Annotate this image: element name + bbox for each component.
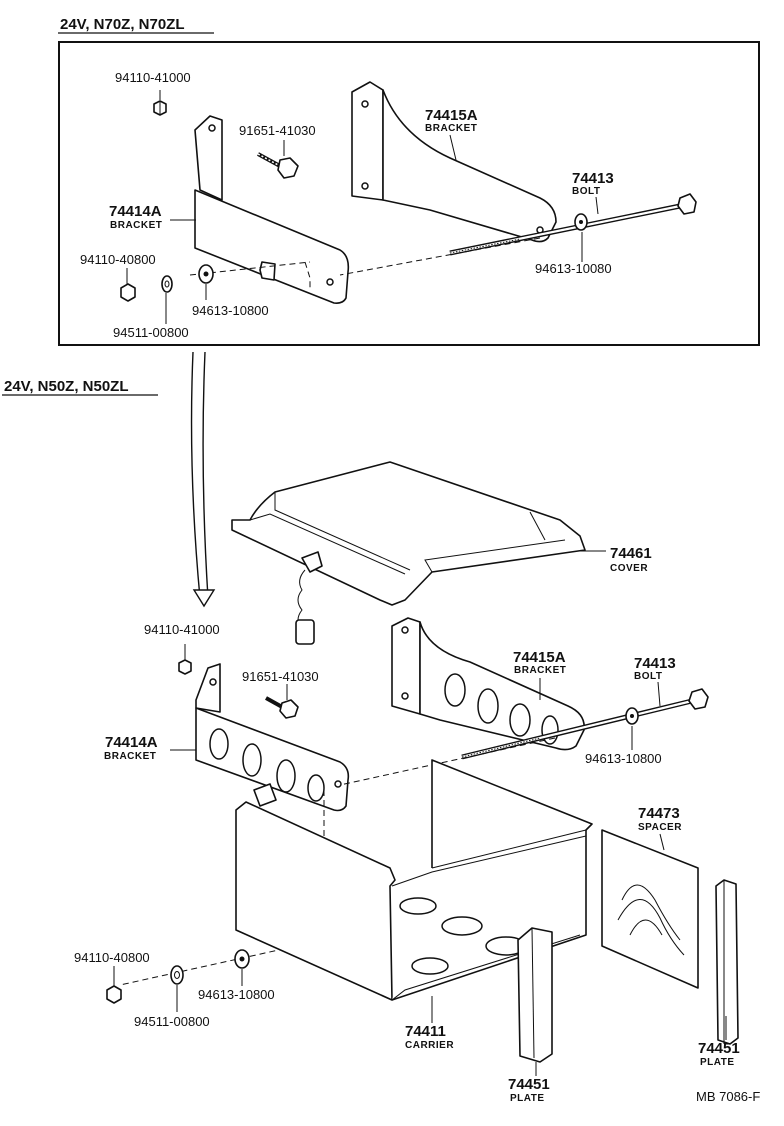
bolt-long-icon	[449, 193, 697, 256]
part-number-carrier: 74411	[405, 1023, 446, 1040]
part-label-nut-small-top: 94110-40800	[80, 252, 156, 267]
part-label-spring-washer-bottom: 94511-00800	[134, 1014, 210, 1029]
part-caption-plate-center: PLATE	[510, 1093, 545, 1104]
part-label-spring-washer-top: 94511-00800	[113, 325, 189, 340]
part-caption-bracket-right-top: BRACKET	[425, 123, 477, 134]
part-label-washer-right-bottom: 94613-10800	[585, 751, 662, 766]
cover-icon	[231, 461, 586, 645]
part-caption-bracket-left-bottom: BRACKET	[104, 751, 156, 762]
plate-right-icon	[715, 879, 739, 1045]
part-label-bolt-small-top: 91651-41030	[239, 123, 316, 138]
bracket-left-bottom-icon	[195, 663, 350, 812]
part-label-bolt-small-bottom: 91651-41030	[242, 669, 319, 684]
part-label-washer-left-bottom: 94613-10800	[198, 987, 275, 1002]
part-label-nut-top: 94110-41000	[115, 70, 191, 85]
part-number-plate-right: 74451	[698, 1040, 740, 1057]
bolt-long-bottom-icon	[461, 688, 709, 760]
part-number-spacer: 74473	[638, 805, 680, 822]
washer-bottom-icon	[234, 949, 250, 969]
part-caption-cover: COVER	[610, 563, 648, 574]
bracket-right-bottom-icon	[391, 617, 585, 751]
spacer-icon	[601, 829, 699, 989]
part-label-washer-left-top: 94613-10800	[192, 303, 269, 318]
variant-inset-box	[58, 41, 760, 346]
part-label-nut-small-bottom: 94110-40800	[74, 950, 150, 965]
part-caption-spacer: SPACER	[638, 822, 682, 833]
bracket-right-icon	[351, 81, 557, 243]
bolt-small-bottom-icon	[265, 684, 299, 719]
part-number-plate-center: 74451	[508, 1076, 550, 1093]
part-number-bracket-left-top: 74414A	[109, 203, 162, 220]
bolt-small-icon	[257, 140, 299, 179]
part-caption-carrier: CARRIER	[405, 1040, 454, 1051]
part-number-bracket-right-top: 74415A	[425, 107, 478, 124]
part-number-bracket-left-bottom: 74414A	[105, 734, 158, 751]
bracket-left-icon	[194, 115, 350, 304]
part-caption-plate-right: PLATE	[700, 1057, 735, 1068]
part-number-bracket-right-bottom: 74415A	[513, 649, 566, 666]
nut-bottom-icon	[178, 644, 192, 675]
nut-small-bottom-icon	[106, 985, 122, 1004]
part-number-bolt-top: 74413	[572, 170, 614, 187]
washer-icon	[198, 264, 214, 284]
part-caption-bracket-right-bottom: BRACKET	[514, 665, 566, 676]
nut-small-icon	[120, 283, 136, 302]
variant-title-bottom: 24V, N50Z, N50ZL	[4, 378, 129, 395]
variant-arrow-icon	[190, 351, 216, 608]
part-caption-bolt-top: BOLT	[572, 186, 600, 197]
variant-title-top: 24V, N70Z, N70ZL	[60, 16, 185, 33]
part-label-washer-right-top: 94613-10080	[535, 261, 612, 276]
part-number-bolt-bottom: 74413	[634, 655, 676, 672]
diagram-code: MB 7086-F	[696, 1089, 760, 1104]
nut-icon	[153, 90, 167, 116]
part-number-cover: 74461	[610, 545, 652, 562]
spring-washer-bottom-icon	[170, 965, 184, 985]
spring-washer-icon	[161, 275, 173, 293]
part-caption-bolt-bottom: BOLT	[634, 671, 662, 682]
part-label-nut-top-bottom: 94110-41000	[144, 622, 220, 637]
plate-center-icon	[517, 927, 553, 1063]
part-caption-bracket-left-top: BRACKET	[110, 220, 162, 231]
